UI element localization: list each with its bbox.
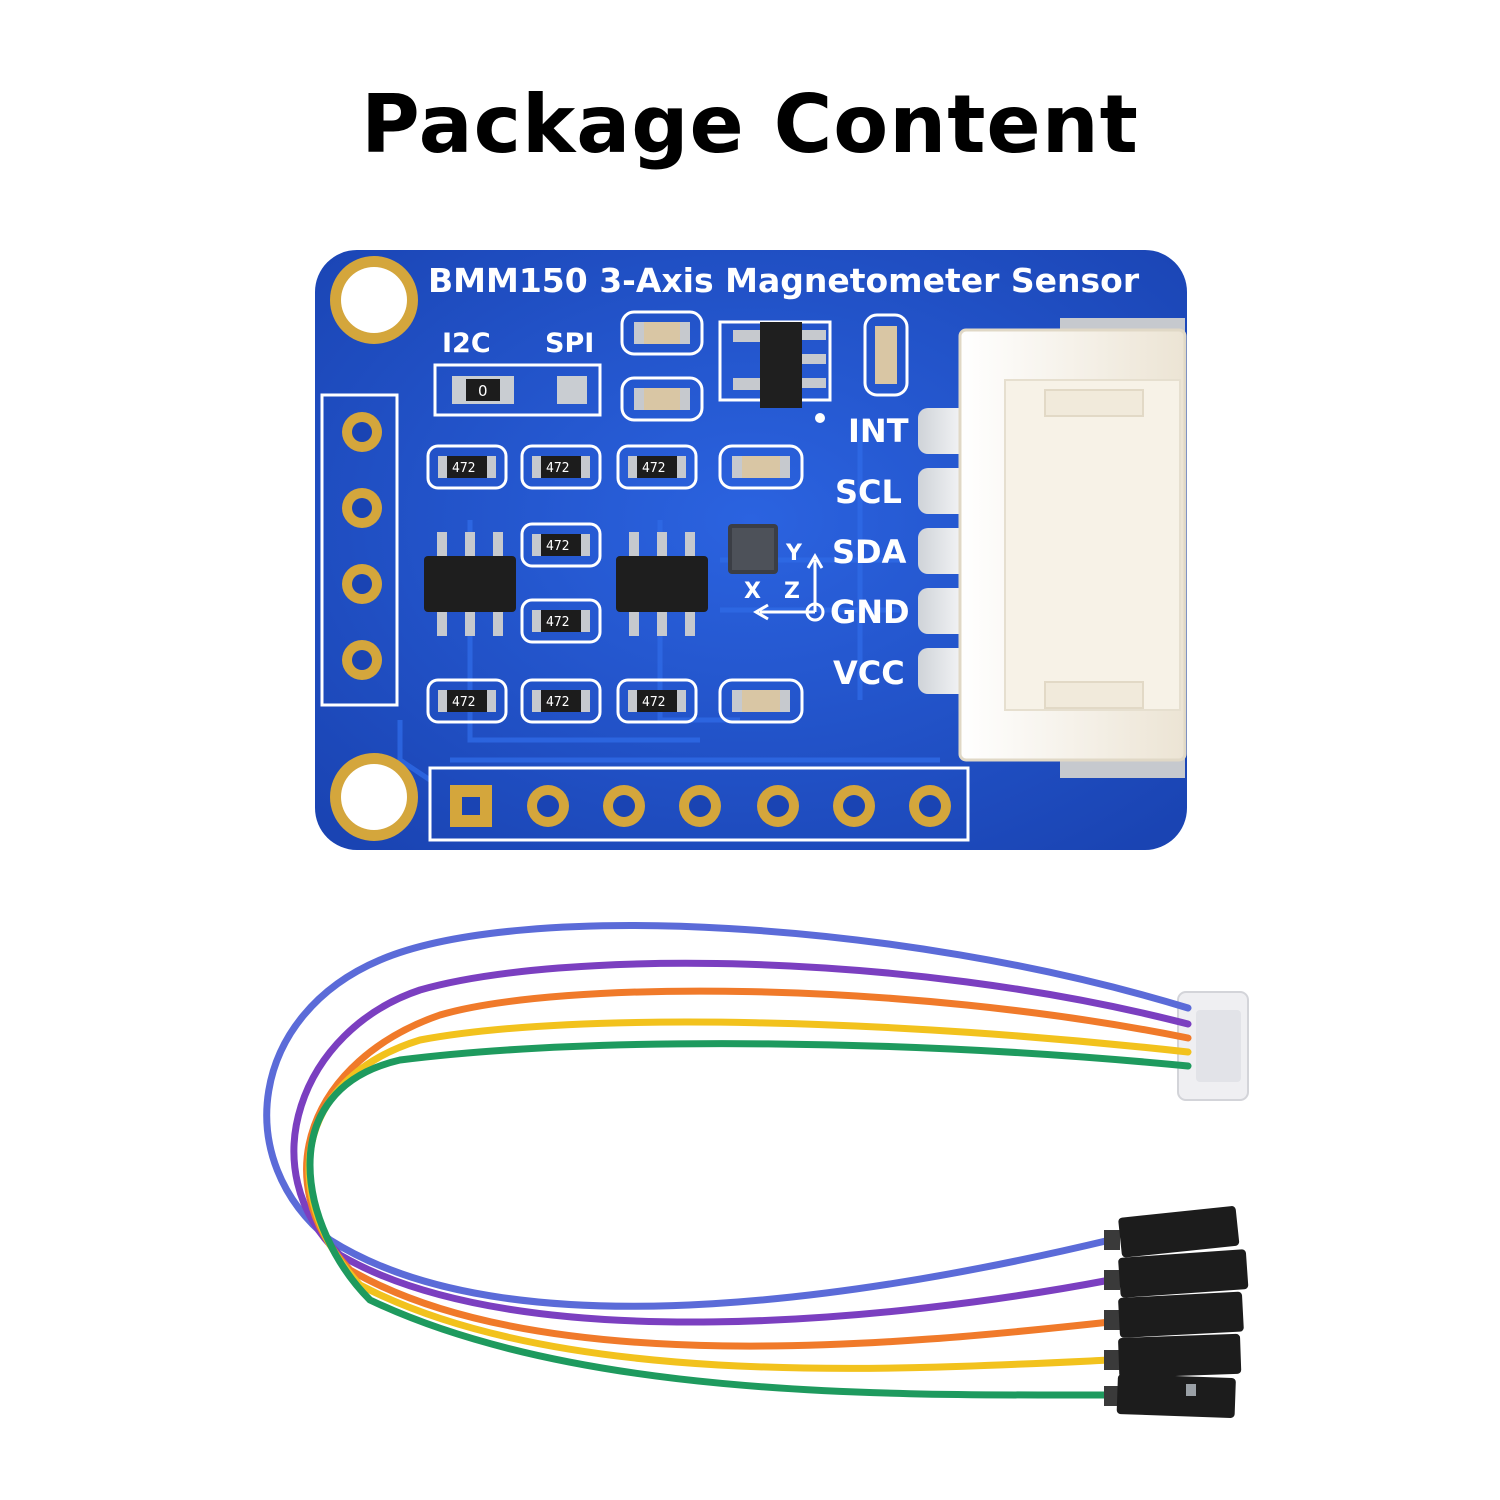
- mode-jumper-resistor: 0: [452, 376, 514, 404]
- level-shifter-chip-1: [424, 532, 516, 636]
- spi-label: SPI: [545, 328, 594, 359]
- wire-blue: [263, 922, 1192, 1310]
- resistor-r7: 472: [520, 678, 602, 724]
- pin-label-gnd: GND: [830, 593, 910, 631]
- resistor-r6: 472: [426, 678, 508, 724]
- resistor-code: 472: [642, 461, 665, 476]
- axis-indicator: [753, 553, 825, 622]
- resistor-code: 472: [546, 461, 569, 476]
- level-shifter-chip-2: [616, 532, 708, 636]
- bottom-header-pins: [450, 785, 951, 827]
- cable-wires: [263, 922, 1192, 1399]
- capacitor-right-vertical: [863, 313, 909, 397]
- bmm150-sensor-chip: [728, 524, 778, 574]
- pin-label-vcc: VCC: [833, 654, 905, 692]
- pin-label-int: INT: [848, 412, 909, 450]
- wire-green: [306, 1040, 1192, 1399]
- resistor-r5: 472: [520, 598, 602, 644]
- left-header-pins: [342, 412, 382, 680]
- pin-label-sda: SDA: [832, 533, 907, 571]
- bottom-header-outline: [428, 766, 970, 842]
- capacitor-top-2: [620, 376, 704, 422]
- voltage-regulator-chip: [718, 320, 832, 408]
- board-name-label: BMM150 3-Axis Magnetometer Sensor: [428, 261, 1140, 300]
- wire-yellow: [305, 1018, 1192, 1372]
- resistor-r4: 472: [520, 522, 602, 568]
- jst-connector: [958, 318, 1187, 778]
- dupont-connector-5: [1104, 1374, 1236, 1418]
- dupont-connector-4: [1104, 1333, 1242, 1378]
- resistor-code: 472: [452, 695, 475, 710]
- sensor-board: BMM150 3-Axis Magnetometer Sensor I2C SP…: [315, 250, 1187, 850]
- mode-select-outline: [433, 363, 602, 417]
- pcb-traces: [397, 420, 940, 783]
- resistor-r3: 472: [616, 444, 698, 490]
- pin-label-scl: SCL: [835, 473, 902, 511]
- cable-jst-plug: [1177, 991, 1249, 1101]
- spi-jumper-pad: [557, 376, 587, 404]
- resistor-code: 472: [452, 461, 475, 476]
- capacitor-top-1: [620, 310, 704, 356]
- resistor-code: 472: [642, 695, 665, 710]
- pin1-marker: [815, 413, 825, 423]
- resistor-r1: 472: [426, 444, 508, 490]
- resistor-code: 472: [546, 615, 569, 630]
- mounting-hole-bottom: [330, 753, 418, 841]
- dupont-connectors: [1104, 1206, 1249, 1418]
- axis-y-label: Y: [785, 541, 803, 566]
- axis-z-label: Z: [784, 579, 800, 604]
- jumper-cable: [263, 922, 1249, 1418]
- mounting-hole-top: [330, 256, 418, 344]
- page-title: Package Content: [361, 78, 1139, 171]
- resistor-code: 472: [546, 539, 569, 554]
- dupont-connector-1: [1104, 1206, 1240, 1258]
- i2c-label: I2C: [442, 328, 491, 359]
- resistor-r8: 472: [616, 678, 698, 724]
- left-header-outline: [320, 393, 399, 707]
- resistor-code: 472: [546, 695, 569, 710]
- dupont-connector-3: [1104, 1291, 1244, 1338]
- jumper-value: 0: [478, 382, 488, 400]
- resistor-r2: 472: [520, 444, 602, 490]
- wire-purple: [290, 959, 1192, 1326]
- capacitor-c4: [718, 678, 804, 724]
- axis-x-label: X: [744, 579, 761, 604]
- capacitor-c3: [718, 444, 804, 490]
- dupont-connector-2: [1104, 1249, 1249, 1298]
